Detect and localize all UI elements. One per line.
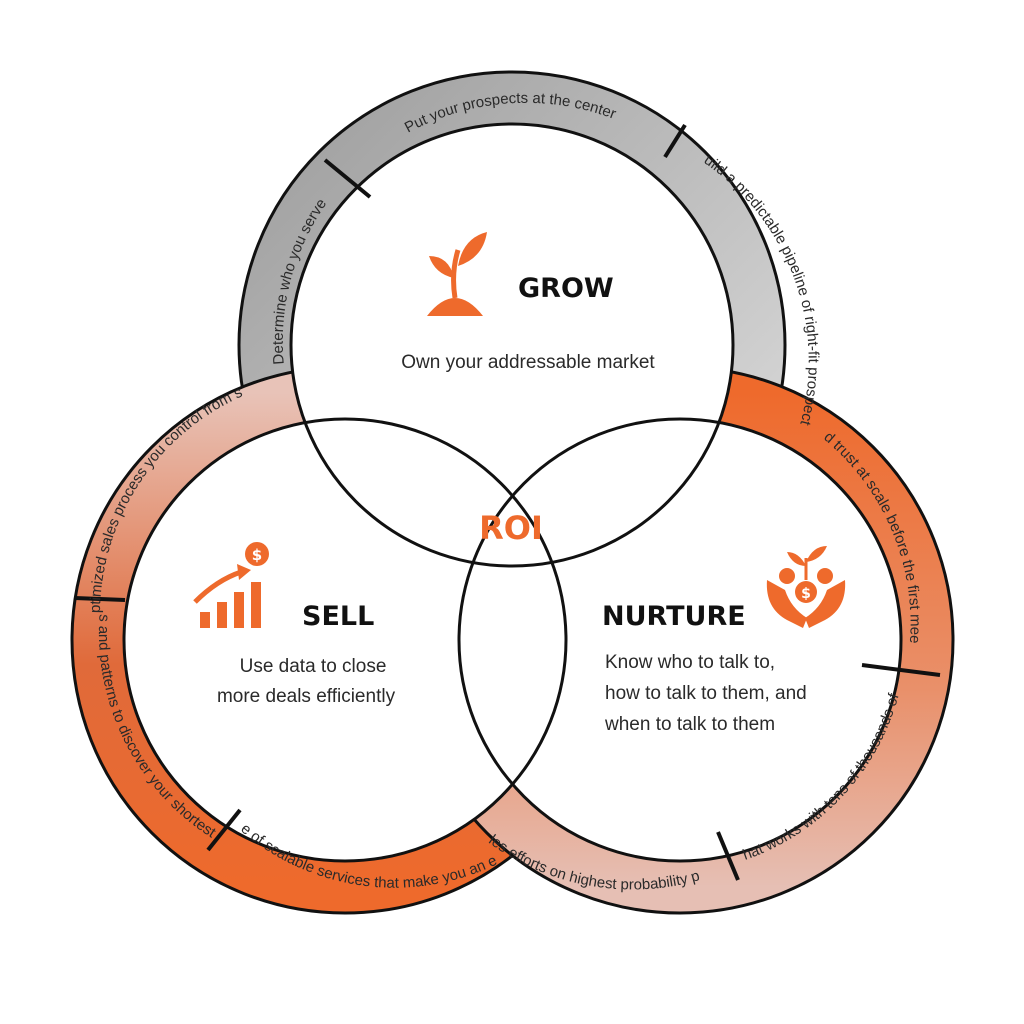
nurture-description-line-2: how to talk to them, and xyxy=(605,683,807,704)
grow-circle-outline xyxy=(289,122,735,568)
nurture-title: NURTURE xyxy=(602,601,746,632)
ring-dividers xyxy=(74,123,941,881)
nurture-description-line-1: Know who to talk to, xyxy=(605,652,775,673)
grow-title: GROW xyxy=(518,273,614,304)
nurture-divider-bottom xyxy=(716,831,740,881)
grow-divider-right xyxy=(663,123,687,159)
grow-divider-left xyxy=(323,158,372,199)
nurture-circle-fill xyxy=(459,419,901,861)
nurture-description-line-3: when to talk to them xyxy=(604,714,775,735)
grow-description: Own your addressable market xyxy=(401,352,655,373)
nurture-divider-right xyxy=(861,663,941,677)
sell-divider-bottom xyxy=(206,808,242,852)
sell-circle-outline xyxy=(122,417,568,863)
sell-title: SELL xyxy=(302,601,374,632)
growth-chart-dollar-icon: $ xyxy=(193,542,269,628)
sell-description-line-2: more deals efficiently xyxy=(217,686,396,707)
hands-money-plant-icon: $ xyxy=(766,546,846,628)
sell-circle-fill xyxy=(124,419,566,861)
svg-text:$: $ xyxy=(801,586,811,602)
nurture-circle-outline xyxy=(457,417,903,863)
sprout-icon xyxy=(427,232,487,316)
sell-description-line-1: Use data to close xyxy=(240,656,387,677)
svg-text:$: $ xyxy=(252,546,262,564)
sell-divider-left xyxy=(74,596,126,602)
roi-label: ROI xyxy=(479,509,543,547)
